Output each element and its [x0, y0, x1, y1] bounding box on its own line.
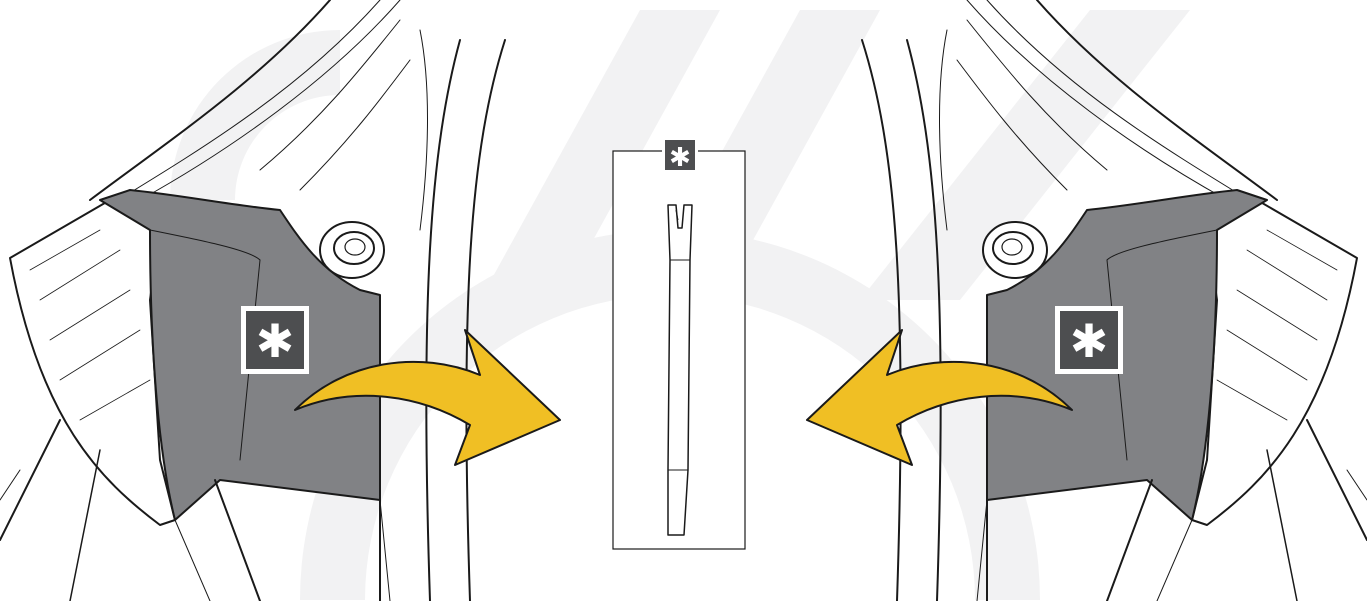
right-marker-symbol: ✱: [1070, 315, 1109, 367]
right-push-clip-icon: [983, 222, 1047, 278]
tool-callout-box: ✱: [613, 137, 745, 549]
left-push-clip-icon: [320, 222, 384, 278]
left-marker-symbol: ✱: [256, 315, 295, 367]
left-asterisk-marker-icon: ✱: [241, 306, 309, 374]
tool-marker-symbol: ✱: [669, 142, 691, 172]
right-asterisk-marker-icon: ✱: [1055, 306, 1123, 374]
tool-asterisk-marker-icon: ✱: [662, 137, 698, 173]
